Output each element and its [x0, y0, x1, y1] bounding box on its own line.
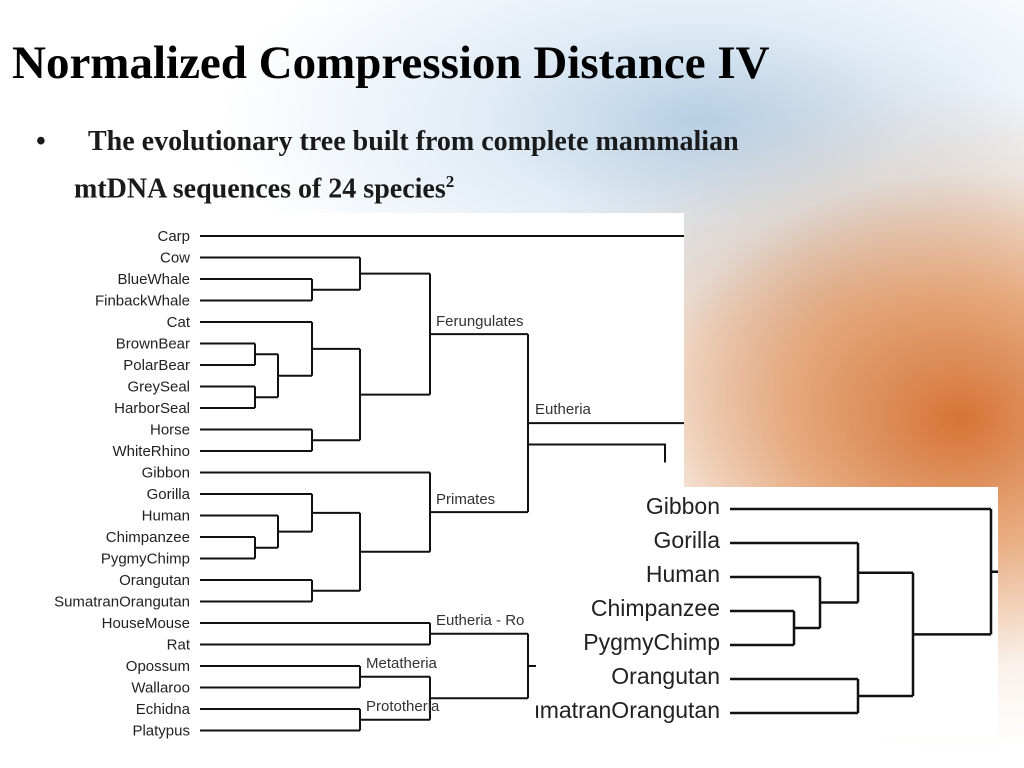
- main-leaf-horse: Horse: [150, 422, 190, 439]
- main-branch-whales: [200, 278, 313, 302]
- main-branch-bears-seals: [255, 353, 279, 399]
- main-leaf-rat: Rat: [167, 637, 191, 654]
- main-branch-great-apes: [312, 511, 361, 592]
- main-branch-ferungulates: [360, 272, 431, 396]
- main-leaf-sumatranorangutan: SumatranOrangutan: [54, 594, 190, 611]
- main-leaf-gorilla: Gorilla: [147, 486, 191, 503]
- zoom-leaf-sumatranorangutan: SumatranOrangutan: [536, 697, 720, 723]
- zoom-branch-great-apes: [858, 571, 915, 698]
- clade-label-ferungulates: Ferungulates: [436, 313, 524, 330]
- main-leaf-cow: Cow: [160, 250, 190, 267]
- zoom-branch-human-chimps: [730, 575, 822, 630]
- main-leaf-opossum: Opossum: [126, 658, 190, 675]
- bullet-text-line1: The evolutionary tree built from complet…: [88, 126, 739, 157]
- main-leaf-pygmychimp: PygmyChimp: [101, 551, 190, 568]
- main-branch-cow-whales: [200, 256, 361, 291]
- main-branch-ferung-primates: [430, 333, 529, 514]
- main-branch-perissodactyla: [200, 428, 313, 452]
- bullet-icon: •: [36, 126, 46, 157]
- zoom-leaf-gibbon: Gibbon: [646, 493, 720, 519]
- zoom-tree-canvas: GibbonGorillaHumanChimpanzeePygmyChimpOr…: [536, 493, 998, 723]
- main-leaf-echidna: Echidna: [136, 701, 191, 718]
- main-branch-chimps: [200, 536, 256, 560]
- main-branch-eutheria-connector: [528, 443, 666, 463]
- main-branch-rodents: [200, 622, 431, 646]
- main-branch-human-chimps: [200, 514, 279, 549]
- clade-label-metatheria: Metatheria: [366, 655, 438, 672]
- main-leaf-polarbear: PolarBear: [123, 357, 190, 374]
- zoom-leaf-pygmychimp: PygmyChimp: [583, 629, 720, 655]
- main-branch-seals: [200, 385, 256, 409]
- zoom-branch-chimps: [730, 609, 796, 647]
- main-leaf-gibbon: Gibbon: [142, 465, 190, 482]
- zoom-leaf-gorilla: Gorilla: [654, 527, 721, 553]
- clade-label-eutheria-rodents: Eutheria - Ro: [436, 612, 524, 629]
- main-leaf-wallaroo: Wallaroo: [131, 680, 190, 697]
- main-leaf-whiterhino: WhiteRhino: [112, 443, 190, 460]
- main-leaf-cat: Cat: [167, 314, 191, 331]
- main-branch-metatheria: [200, 665, 361, 689]
- main-branch-carn-periss: [312, 347, 361, 442]
- clade-label-prototheria: Prototheria: [366, 698, 440, 715]
- main-leaf-bluewhale: BlueWhale: [117, 271, 190, 288]
- main-leaf-greyseal: GreySeal: [127, 379, 190, 396]
- zoom-branch-primates: [730, 507, 998, 636]
- zoom-leaf-human: Human: [646, 561, 720, 587]
- main-leaf-housemouse: HouseMouse: [102, 615, 190, 632]
- main-leaf-brownbear: BrownBear: [116, 336, 190, 353]
- zoom-branch-african-apes: [730, 541, 860, 604]
- main-tree-canvas: CarpCowBlueWhaleFinbackWhaleCatBrownBear…: [54, 228, 684, 740]
- zoom-leaf-orangutan: Orangutan: [611, 663, 720, 689]
- main-leaf-carp: Carp: [157, 228, 190, 245]
- main-leaf-chimpanzee: Chimpanzee: [106, 529, 190, 546]
- clade-label-eutheria: Eutheria: [535, 401, 592, 418]
- main-leaf-finbackwhale: FinbackWhale: [95, 293, 190, 310]
- main-branch-prototheria: [200, 708, 361, 732]
- bullet-point: • The evolutionary tree built from compl…: [36, 122, 916, 209]
- bullet-line2-text: mtDNA sequences of 24 species: [74, 173, 446, 205]
- bullet-text-line2: mtDNA sequences of 24 species2: [36, 162, 916, 209]
- main-branch-orangutans: [200, 579, 313, 603]
- main-branch-african-apes: [200, 493, 313, 533]
- zoom-leaf-chimpanzee: Chimpanzee: [591, 595, 720, 621]
- zoom-branch-orangutans: [730, 677, 860, 715]
- clade-label-primates: Primates: [436, 491, 495, 508]
- main-branch-rodent-marsupial: [430, 632, 548, 700]
- footnote-marker: 2: [445, 172, 455, 191]
- main-leaf-harborseal: HarborSeal: [114, 400, 190, 417]
- main-leaf-orangutan: Orangutan: [119, 572, 190, 589]
- main-leaf-human: Human: [142, 508, 190, 525]
- main-leaf-platypus: Platypus: [132, 723, 190, 740]
- slide-title: Normalized Compression Distance IV: [12, 37, 770, 89]
- main-branch-bears: [200, 342, 256, 366]
